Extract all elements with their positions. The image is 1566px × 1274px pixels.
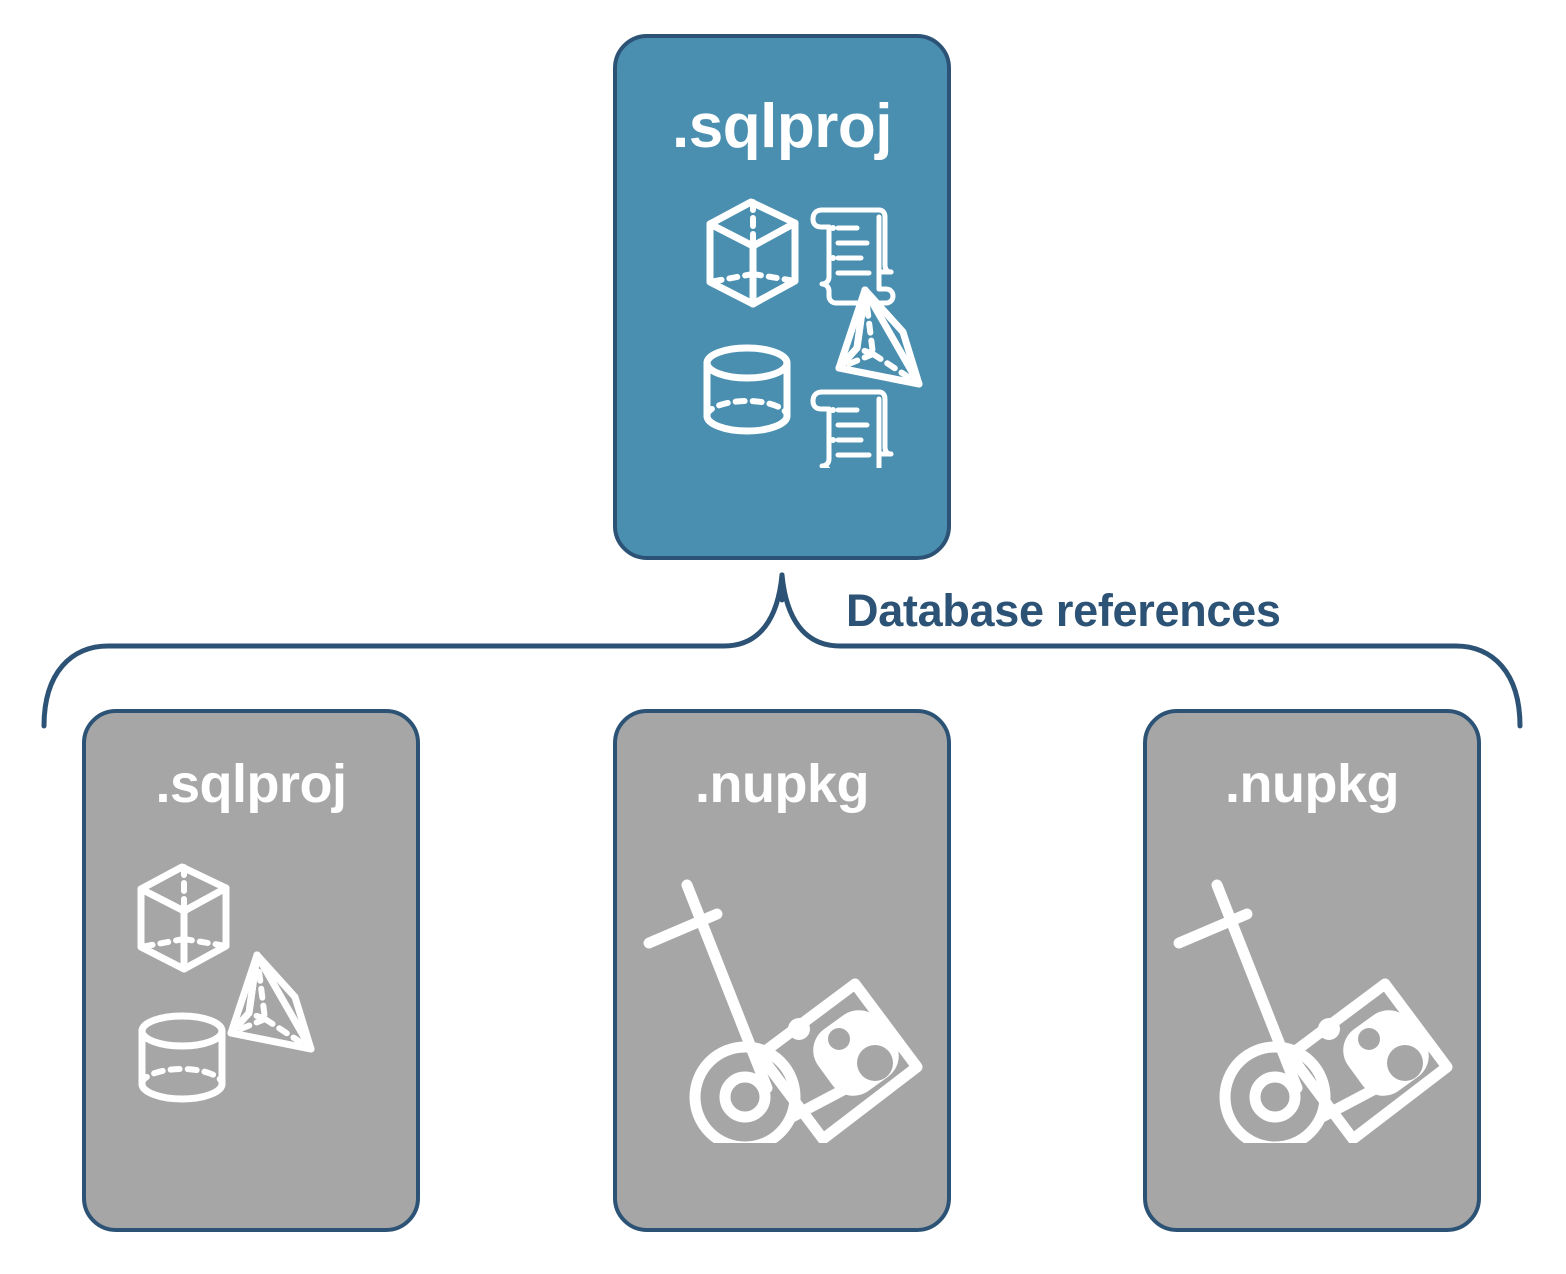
brace-left-arm bbox=[41, 572, 785, 729]
pyramid-hidden-edges bbox=[228, 952, 314, 1052]
cube-hidden-edges bbox=[138, 864, 229, 950]
reference-card-title: .nupkg bbox=[695, 754, 869, 814]
hand-truck-wheel bbox=[689, 1041, 801, 1153]
nuget-mark-dot bbox=[788, 1018, 810, 1040]
sql-objects-illustration bbox=[703, 198, 923, 488]
scroll-icon bbox=[810, 389, 896, 488]
nuget-package-box bbox=[754, 978, 923, 1145]
cylinder-hidden-edge bbox=[139, 1066, 225, 1087]
cylinder-icon bbox=[138, 1012, 226, 1103]
root-card-artwork bbox=[617, 178, 947, 488]
reference-card-sqlproj[interactable]: .sqlproj bbox=[82, 709, 420, 1232]
nuget-mark-holes bbox=[828, 1028, 893, 1081]
cylinder-hidden-edge bbox=[704, 398, 790, 419]
hand-truck-wheel bbox=[1219, 1041, 1331, 1153]
hand-truck-rail bbox=[1211, 879, 1303, 1094]
reference-card-nupkg-1[interactable]: .nupkg bbox=[613, 709, 951, 1232]
pyramid-hidden-edges bbox=[836, 287, 922, 387]
scroll-bullets bbox=[830, 407, 836, 443]
root-card-title: .sqlproj bbox=[672, 92, 892, 161]
nuget-package-box bbox=[1284, 978, 1453, 1145]
reference-card-artwork bbox=[1147, 843, 1477, 1153]
connector-label: Database references bbox=[846, 585, 1281, 636]
sql-objects-illustration bbox=[137, 863, 315, 1103]
reference-card-artwork bbox=[617, 843, 947, 1153]
reference-card-artwork bbox=[86, 853, 416, 1138]
hand-truck-rail bbox=[681, 879, 773, 1094]
scroll-icon bbox=[810, 207, 896, 306]
reference-card-title: .sqlproj bbox=[155, 754, 347, 814]
cube-hidden-edges bbox=[707, 199, 798, 307]
nuget-hand-truck-illustration bbox=[643, 879, 923, 1153]
cylinder-icon bbox=[703, 344, 791, 435]
root-card-sqlproj[interactable]: .sqlproj bbox=[613, 34, 951, 560]
nuget-mark-dot bbox=[1318, 1018, 1340, 1040]
nuget-mark-holes bbox=[1358, 1028, 1423, 1081]
scroll-bullets bbox=[830, 225, 836, 261]
reference-card-title: .nupkg bbox=[1225, 754, 1399, 814]
reference-card-nupkg-2[interactable]: .nupkg bbox=[1143, 709, 1481, 1232]
nuget-hand-truck-illustration bbox=[1173, 879, 1453, 1153]
pyramid-icon bbox=[227, 951, 315, 1053]
